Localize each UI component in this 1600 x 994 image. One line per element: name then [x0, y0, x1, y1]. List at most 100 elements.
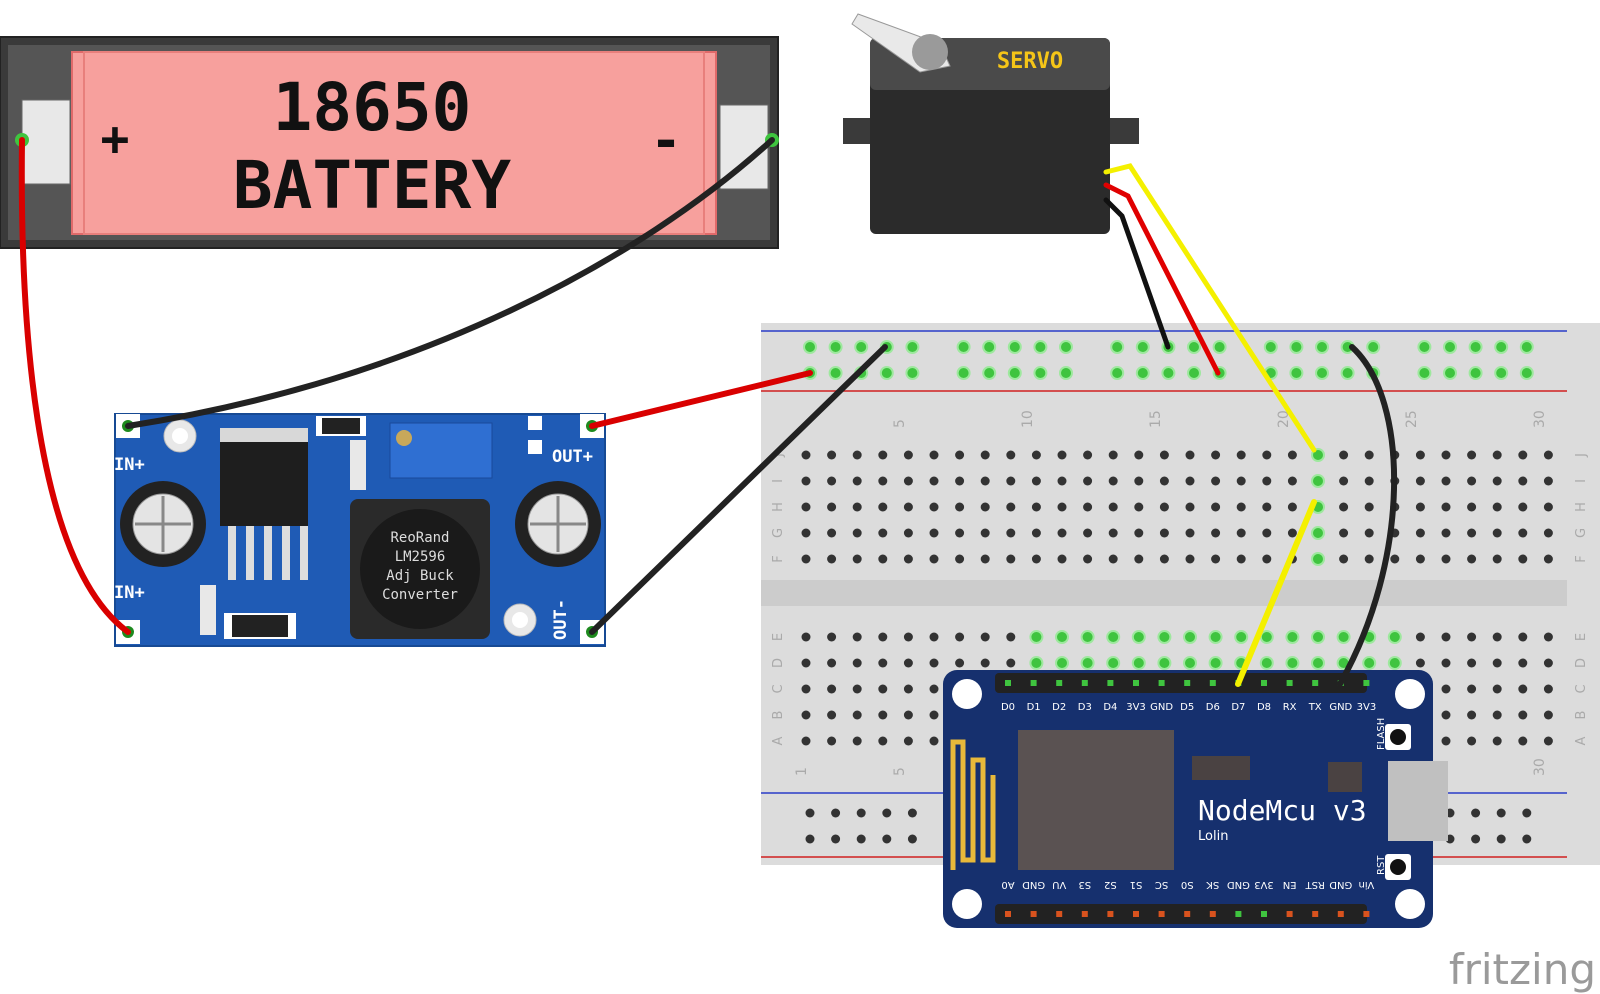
breadboard-hole[interactable]	[1441, 710, 1451, 720]
breadboard-hole[interactable]	[1543, 684, 1553, 694]
breadboard-hole[interactable]	[801, 710, 811, 720]
breadboard-hole[interactable]	[1467, 736, 1477, 746]
breadboard-hole[interactable]	[878, 476, 888, 486]
breadboard-hole[interactable]	[1183, 630, 1197, 644]
breadboard-hole[interactable]	[828, 340, 843, 354]
breadboard-hole[interactable]	[852, 476, 862, 486]
breadboard-hole[interactable]	[1134, 476, 1144, 486]
breadboard-hole[interactable]	[801, 658, 811, 668]
breadboard-hole[interactable]	[1443, 340, 1457, 354]
breadboard-hole[interactable]	[1468, 340, 1483, 354]
breadboard-hole[interactable]	[1340, 366, 1355, 380]
breadboard-hole[interactable]	[801, 476, 811, 486]
breadboard-hole[interactable]	[1033, 366, 1048, 380]
breadboard-hole[interactable]	[878, 710, 888, 720]
breadboard-hole[interactable]	[1496, 834, 1506, 844]
breadboard-hole[interactable]	[801, 528, 811, 538]
breadboard-hole[interactable]	[1055, 630, 1069, 644]
breadboard-hole[interactable]	[852, 502, 862, 512]
breadboard-hole[interactable]	[1211, 450, 1221, 460]
breadboard-hole[interactable]	[1415, 528, 1425, 538]
breadboard-hole[interactable]	[980, 658, 990, 668]
breadboard-hole[interactable]	[878, 528, 888, 538]
breadboard-hole[interactable]	[1441, 502, 1451, 512]
wire-servo-signal[interactable]	[1103, 163, 1317, 453]
breadboard-hole[interactable]	[1057, 476, 1067, 486]
breadboard-hole[interactable]	[980, 502, 990, 512]
breadboard-hole[interactable]	[1441, 684, 1451, 694]
breadboard-hole[interactable]	[878, 450, 888, 460]
breadboard-hole[interactable]	[1135, 340, 1150, 354]
breadboard-hole[interactable]	[1159, 450, 1169, 460]
breadboard-hole[interactable]	[1543, 528, 1553, 538]
pin-dot[interactable]	[1107, 911, 1114, 917]
pin-dot[interactable]	[1286, 911, 1293, 917]
breadboard-hole[interactable]	[1135, 366, 1150, 380]
breadboard-hole[interactable]	[1208, 630, 1223, 644]
breadboard-hole[interactable]	[805, 808, 815, 818]
breadboard-hole[interactable]	[956, 340, 971, 354]
breadboard-hole[interactable]	[1106, 630, 1121, 644]
pin-dot[interactable]	[1056, 911, 1063, 917]
breadboard-hole[interactable]	[1108, 450, 1118, 460]
breadboard-hole[interactable]	[1211, 502, 1221, 512]
breadboard-hole[interactable]	[1492, 554, 1502, 564]
breadboard-hole[interactable]	[1134, 528, 1144, 538]
breadboard-hole[interactable]	[1108, 554, 1118, 564]
breadboard-hole[interactable]	[1315, 340, 1329, 354]
breadboard-hole[interactable]	[1387, 630, 1402, 644]
breadboard-hole[interactable]	[1415, 450, 1425, 460]
breadboard-hole[interactable]	[1468, 366, 1483, 380]
pin-dot[interactable]	[1133, 680, 1139, 686]
breadboard-hole[interactable]	[1441, 476, 1451, 486]
wire-servo-power[interactable]	[1103, 182, 1221, 376]
breadboard-hole[interactable]	[852, 450, 862, 460]
breadboard-hole[interactable]	[1467, 658, 1477, 668]
breadboard-hole[interactable]	[955, 528, 965, 538]
breadboard-hole[interactable]	[1387, 656, 1402, 670]
breadboard-hole[interactable]	[1492, 476, 1502, 486]
breadboard-hole[interactable]	[955, 502, 965, 512]
pin-dot[interactable]	[1312, 911, 1319, 917]
breadboard-hole[interactable]	[929, 476, 939, 486]
breadboard-hole[interactable]	[1211, 476, 1221, 486]
breadboard-hole[interactable]	[1157, 656, 1172, 670]
breadboard-hole[interactable]	[1467, 554, 1477, 564]
breadboard-hole[interactable]	[1415, 554, 1425, 564]
breadboard-hole[interactable]	[1467, 450, 1477, 460]
breadboard-hole[interactable]	[1006, 528, 1016, 538]
pin-dot[interactable]	[1261, 911, 1267, 917]
breadboard-hole[interactable]	[878, 502, 888, 512]
breadboard-hole[interactable]	[1159, 502, 1169, 512]
breadboard-hole[interactable]	[1496, 808, 1506, 818]
breadboard-hole[interactable]	[1157, 630, 1172, 644]
breadboard-hole[interactable]	[1543, 502, 1553, 512]
breadboard-hole[interactable]	[856, 834, 866, 844]
breadboard-hole[interactable]	[1518, 450, 1528, 460]
breadboard-hole[interactable]	[1110, 366, 1125, 380]
breadboard-hole[interactable]	[1059, 340, 1073, 354]
breadboard-hole[interactable]	[1364, 554, 1374, 564]
breadboard-hole[interactable]	[1211, 554, 1221, 564]
pin-dot[interactable]	[1005, 680, 1011, 686]
breadboard-hole[interactable]	[1289, 366, 1304, 380]
breadboard-hole[interactable]	[1339, 476, 1349, 486]
breadboard-hole[interactable]	[1441, 554, 1451, 564]
breadboard-hole[interactable]	[1057, 502, 1067, 512]
breadboard-hole[interactable]	[955, 476, 965, 486]
breadboard-hole[interactable]	[1543, 450, 1553, 460]
breadboard-hole[interactable]	[827, 476, 837, 486]
breadboard-hole[interactable]	[1467, 632, 1477, 642]
breadboard-hole[interactable]	[852, 632, 862, 642]
breadboard-hole[interactable]	[831, 808, 841, 818]
breadboard-hole[interactable]	[1083, 554, 1093, 564]
breadboard-hole[interactable]	[1311, 552, 1325, 566]
breadboard-hole[interactable]	[1366, 340, 1381, 354]
breadboard-hole[interactable]	[1417, 340, 1432, 354]
breadboard-hole[interactable]	[1262, 502, 1272, 512]
pin-dot[interactable]	[1235, 911, 1242, 917]
breadboard-hole[interactable]	[980, 528, 990, 538]
breadboard-hole[interactable]	[1159, 528, 1169, 538]
breadboard-hole[interactable]	[929, 554, 939, 564]
breadboard-hole[interactable]	[852, 710, 862, 720]
